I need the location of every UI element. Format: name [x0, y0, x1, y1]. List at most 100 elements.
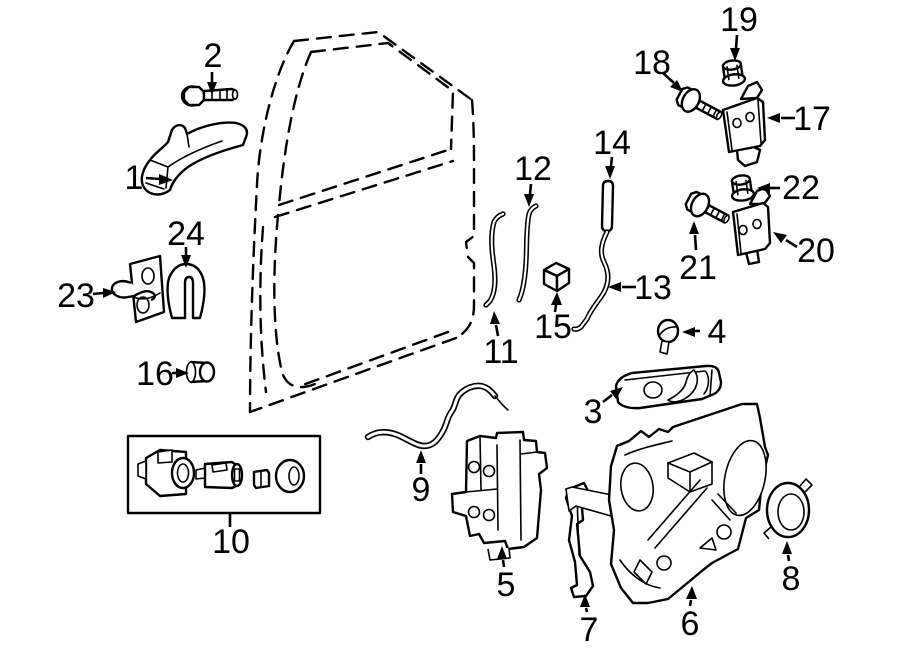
hinge17-fold-lines: [726, 99, 762, 151]
callout-16[interactable]: 16: [136, 355, 189, 393]
callout-23-arrowhead: [103, 288, 116, 298]
callout-11[interactable]: 11: [483, 311, 519, 371]
callout-12[interactable]: 12: [514, 150, 552, 207]
callout-11-arrowhead: [490, 311, 500, 324]
callout-17[interactable]: 17: [767, 100, 831, 138]
callout-14[interactable]: 14: [593, 124, 631, 179]
latch-hole-4: [482, 508, 496, 522]
callout-21[interactable]: 21: [679, 221, 717, 287]
callout-12-line: [528, 183, 533, 195]
callout-18-label[interactable]: 18: [633, 44, 671, 82]
part-4-clip: [656, 318, 680, 355]
callouts: 1 2 3 4 5 6 7: [57, 1, 835, 649]
callout-8-line: [786, 554, 791, 562]
callout-23-label[interactable]: 23: [57, 277, 95, 315]
callout-3[interactable]: 3: [584, 387, 623, 431]
callout-18-line: [662, 72, 675, 84]
callout-10[interactable]: 10: [212, 523, 250, 561]
callout-19-label[interactable]: 19: [720, 1, 758, 39]
callout-5-arrowhead: [497, 546, 507, 559]
callout-13-arrowhead: [608, 282, 621, 292]
door-bottom-inner-edge: [298, 330, 450, 388]
callout-15-label[interactable]: 15: [534, 308, 572, 346]
callout-4-label[interactable]: 4: [708, 313, 727, 351]
callout-13-label[interactable]: 13: [634, 269, 672, 307]
callout-21-label[interactable]: 21: [679, 249, 717, 287]
callout-22[interactable]: 22: [757, 169, 820, 207]
part-5-door-latch: [450, 430, 549, 561]
callout-20-label[interactable]: 20: [797, 232, 835, 270]
door-front-contour-a: [259, 225, 268, 394]
callout-7-arrowhead: [580, 594, 590, 607]
callout-4[interactable]: 4: [682, 313, 726, 351]
callout-16-label[interactable]: 16: [136, 355, 174, 393]
callout-6-label[interactable]: 6: [681, 605, 700, 643]
callout-19[interactable]: 19: [720, 1, 758, 61]
callout-8-arrowhead: [782, 541, 792, 554]
bolt21-threads: [709, 207, 726, 222]
callout-6[interactable]: 6: [681, 586, 700, 643]
callout-11-line: [494, 324, 500, 337]
ring-tab: [799, 478, 813, 493]
part-2-handle-bolt: [180, 85, 239, 107]
callout-5[interactable]: 5: [497, 546, 516, 604]
callout-7[interactable]: 7: [580, 594, 599, 649]
callout-14-label[interactable]: 14: [593, 124, 631, 162]
callout-10-label[interactable]: 10: [212, 523, 250, 561]
callout-18[interactable]: 18: [633, 44, 683, 92]
callout-7-line: [584, 607, 589, 613]
rod11-core: [484, 212, 505, 307]
callout-5-label[interactable]: 5: [497, 566, 516, 604]
ring-inner: [777, 493, 805, 531]
callout-21-line: [693, 234, 698, 251]
callout-2-label[interactable]: 2: [204, 37, 223, 75]
part-1-exterior-handle: [140, 121, 249, 196]
housing-tab: [137, 460, 147, 480]
panel-rib-1: [647, 479, 708, 549]
housing-notch: [157, 449, 173, 464]
callout-24[interactable]: 24: [167, 215, 205, 268]
part-11-rod: [483, 211, 506, 308]
cube-right: [555, 267, 571, 293]
callout-3-line: [602, 393, 613, 404]
callout-19-arrowhead: [730, 48, 740, 61]
callout-2[interactable]: 2: [204, 37, 223, 95]
callout-15[interactable]: 15: [534, 292, 572, 346]
callout-1[interactable]: 1: [125, 159, 173, 197]
callout-22-label[interactable]: 22: [782, 169, 820, 207]
callout-23[interactable]: 23: [57, 277, 116, 315]
callout-9-label[interactable]: 9: [412, 471, 431, 509]
callout-11-label[interactable]: 11: [483, 333, 518, 371]
part-20-lower-hinge: [731, 186, 772, 266]
cable-wire-end: [494, 395, 509, 411]
callout-19-line: [734, 34, 739, 49]
panel-upper-hole: [620, 462, 654, 512]
callout-20[interactable]: 20: [773, 232, 835, 270]
callout-24-arrowhead: [181, 255, 191, 268]
bolt-head: [182, 85, 206, 107]
striker-hole-top: [141, 267, 155, 285]
striker-hole-bottom: [136, 296, 150, 314]
callout-9-arrowhead: [416, 450, 426, 463]
panel-left-arm: [565, 486, 613, 517]
plug-face-left: [185, 361, 197, 383]
callout-21-arrowhead: [689, 221, 699, 234]
hinge17-hole-1: [732, 117, 742, 129]
bolt18-tip: [715, 111, 723, 120]
callout-7-label[interactable]: 7: [580, 611, 599, 649]
callout-8[interactable]: 8: [782, 541, 801, 598]
callout-12-label[interactable]: 12: [514, 150, 552, 188]
callout-24-label[interactable]: 24: [167, 215, 205, 253]
callout-1-label[interactable]: 1: [125, 159, 144, 197]
cylinder-face-slot: [233, 468, 241, 482]
nut22-facets: [735, 179, 749, 196]
callout-9[interactable]: 9: [412, 450, 431, 509]
callout-3-label[interactable]: 3: [584, 393, 603, 431]
clip-head-line: [658, 326, 678, 337]
callout-8-label[interactable]: 8: [782, 560, 801, 598]
part-15-cube-clip: [542, 261, 571, 293]
callout-13[interactable]: 13: [608, 269, 672, 307]
callout-17-label[interactable]: 17: [793, 100, 831, 138]
hinge17-plate: [721, 96, 767, 154]
